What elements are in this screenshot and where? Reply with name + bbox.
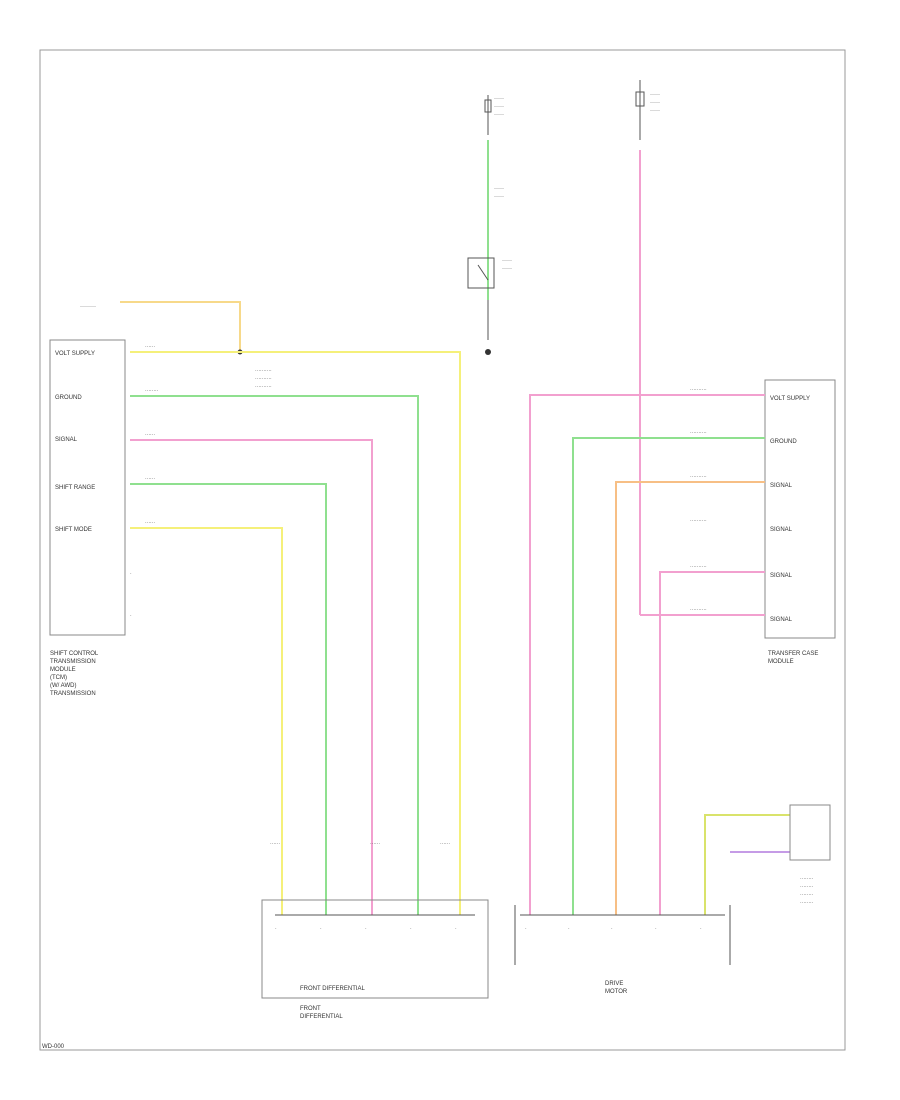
left-module-box: [49, 339, 126, 636]
top-right-circuit: ····· ····· ·····: [635, 80, 660, 615]
connector-icon: [789, 804, 831, 861]
svg-text:······: ······: [270, 841, 280, 847]
left-module: VOLT SUPPLY GROUND SIGNAL SHIFT RANGE SH…: [49, 339, 132, 697]
svg-text:·····: ·····: [494, 104, 504, 110]
diagram-frame: [39, 49, 846, 1051]
right-pin-5: SIGNAL: [770, 573, 793, 579]
svg-text:TRANSMISSION: TRANSMISSION: [50, 691, 96, 697]
svg-text:······: ······: [370, 841, 380, 847]
svg-text:··········: ··········: [690, 474, 707, 480]
svg-text:········: ········: [800, 892, 814, 898]
left-pin-3: SIGNAL: [55, 437, 78, 443]
svg-text:··········: ··········: [255, 384, 272, 390]
svg-text:·: ·: [700, 926, 702, 932]
svg-text:··········: ··········: [690, 564, 707, 570]
svg-text:FRONT: FRONT: [300, 1006, 321, 1012]
right-pin-3: SIGNAL: [770, 483, 793, 489]
svg-text:··········: ··········: [690, 430, 707, 436]
svg-text:·: ·: [655, 926, 657, 932]
right-harness: ·········· ·········· ·········· ·······…: [529, 387, 831, 915]
fuse-icon: [635, 91, 645, 107]
svg-text:··········: ··········: [255, 376, 272, 382]
svg-text:DRIVE: DRIVE: [605, 981, 623, 987]
right-pin-6: SIGNAL: [770, 617, 793, 623]
svg-text:(W/ AWD): (W/ AWD): [50, 683, 76, 689]
svg-text:········: ········: [800, 876, 814, 882]
svg-text:······: ······: [145, 520, 155, 526]
left-pin-5: SHIFT MODE: [55, 527, 92, 533]
svg-text:······: ······: [145, 344, 155, 350]
svg-text:·: ·: [130, 613, 132, 619]
svg-text:·····: ·····: [502, 266, 512, 272]
bottom-left-box: [261, 899, 489, 999]
svg-text:·: ·: [611, 926, 613, 932]
left-pin-1: VOLT SUPPLY: [55, 351, 95, 357]
left-harness: ········ ······ ········ ······ ······ ·…: [80, 301, 461, 915]
svg-text:·: ·: [365, 926, 367, 932]
fuse-icon: [484, 99, 492, 113]
svg-text:··········: ··········: [255, 368, 272, 374]
right-module-box: [764, 379, 836, 639]
svg-text:·: ·: [525, 926, 527, 932]
svg-text:(TCM): (TCM): [50, 675, 67, 681]
svg-text:··········: ··········: [690, 607, 707, 613]
svg-text:······: ······: [145, 432, 155, 438]
svg-text:······: ······: [440, 841, 450, 847]
svg-text:·: ·: [320, 926, 322, 932]
right-module: VOLT SUPPLY GROUND SIGNAL SIGNAL SIGNAL …: [764, 379, 836, 665]
svg-text:·····: ·····: [650, 108, 660, 114]
bottom-left-connector: · · · · · FRONT DIFFERENTIAL FRONT DIFFE…: [261, 841, 489, 1020]
svg-text:·····: ·····: [494, 186, 504, 192]
svg-text:DIFFERENTIAL: DIFFERENTIAL: [300, 1014, 343, 1020]
svg-text:TRANSMISSION: TRANSMISSION: [50, 659, 96, 665]
svg-text:·····: ·····: [650, 100, 660, 106]
svg-text:·····: ·····: [494, 112, 504, 118]
svg-text:·: ·: [455, 926, 457, 932]
ground-icon: [485, 349, 491, 355]
top-center-circuit: ····· ····· ····· ····· ····· ····· ····…: [467, 95, 512, 355]
svg-text:··········: ··········: [690, 518, 707, 524]
svg-text:·····: ·····: [494, 96, 504, 102]
svg-text:TRANSFER CASE: TRANSFER CASE: [768, 651, 818, 657]
left-pin-2: GROUND: [55, 395, 82, 401]
right-pin-4: SIGNAL: [770, 527, 793, 533]
svg-text:MOTOR: MOTOR: [605, 989, 628, 995]
svg-text:·: ·: [568, 926, 570, 932]
svg-text:······: ······: [145, 476, 155, 482]
svg-text:FRONT DIFFERENTIAL: FRONT DIFFERENTIAL: [300, 986, 366, 992]
svg-text:·: ·: [130, 571, 132, 577]
svg-text:·····: ·····: [502, 258, 512, 264]
bottom-right-connector: · · · · · DRIVE MOTOR: [514, 905, 731, 995]
svg-text:········: ········: [145, 388, 159, 394]
right-pin-2: GROUND: [770, 439, 797, 445]
left-pin-4: SHIFT RANGE: [55, 485, 95, 491]
svg-text:MODULE: MODULE: [768, 659, 794, 665]
svg-text:········: ········: [800, 900, 814, 906]
switch-icon: [467, 257, 495, 289]
svg-text:········: ········: [800, 884, 814, 890]
footer-code: WD-000: [42, 1044, 65, 1050]
svg-text:SHIFT CONTROL: SHIFT CONTROL: [50, 651, 99, 657]
svg-text:MODULE: MODULE: [50, 667, 76, 673]
svg-text:·: ·: [275, 926, 277, 932]
svg-text:·····: ·····: [494, 194, 504, 200]
right-pin-1: VOLT SUPPLY: [770, 396, 810, 402]
svg-text:··········: ··········: [690, 387, 707, 393]
svg-text:·: ·: [410, 926, 412, 932]
svg-text:·····: ·····: [650, 92, 660, 98]
svg-text:········: ········: [80, 304, 96, 310]
